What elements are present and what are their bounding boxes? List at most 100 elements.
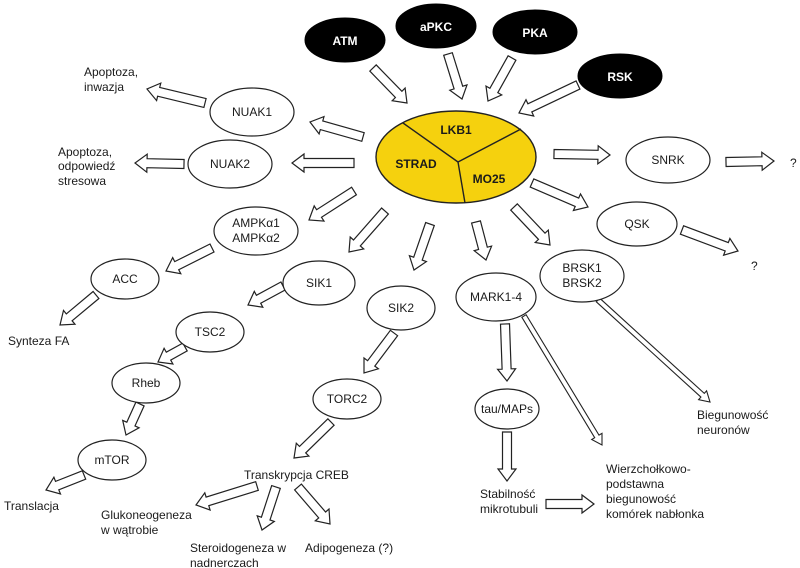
arrow-lkb1-to-nuak1 — [309, 115, 365, 143]
atm-node — [304, 17, 386, 63]
atm-label: ATM — [332, 34, 357, 48]
nuak2-label: NUAK2 — [210, 157, 250, 171]
outcome-apoptoza-inwazja: Apoptoza, inwazja — [84, 65, 141, 94]
sik1-label: SIK1 — [306, 276, 332, 290]
sik2-label: SIK2 — [388, 301, 414, 315]
mark-node — [455, 272, 537, 322]
mtor-label: mTOR — [94, 453, 129, 467]
arrow-tsc2-to-rheb — [157, 342, 189, 365]
mark-label: MARK1-4 — [470, 290, 522, 304]
arrow-brsk-to-biegunowosc — [595, 297, 711, 403]
arrow-apkc-to-lkb1 — [442, 51, 468, 100]
apoptoza-stres-line-3: stresowa — [58, 174, 106, 188]
acc-node — [90, 258, 160, 300]
strad-label: STRAD — [395, 157, 437, 171]
tsc2-label: TSC2 — [195, 325, 226, 339]
arrow-acc-to-synteza — [59, 290, 100, 326]
wierzcholkowo-line-1: Wierzchołkowo- — [606, 462, 691, 476]
divider-left — [402, 122, 459, 163]
arrow-rheb-to-mtor — [121, 401, 145, 436]
arrow-mtor-to-translacja — [45, 470, 87, 495]
ampk-a2-label: AMPKα2 — [232, 231, 280, 245]
ampk-node — [213, 206, 299, 256]
snrk-label: SNRK — [651, 153, 684, 167]
stabilnosc-line-1: Stabilność — [480, 487, 535, 501]
brsk2-label: BRSK2 — [562, 276, 602, 290]
wierzcholkowo-line-4: komórek nabłonka — [606, 507, 704, 521]
outcome-apoptoza-stres: Apoptoza, odpowiedź stresowa — [58, 145, 119, 188]
arrow-nuak2-to-apoptoza — [134, 153, 185, 174]
outcome-stabilnosc: Stabilność mikrotubuli — [480, 487, 539, 516]
arrow-qsk-to-unknown — [679, 225, 739, 257]
wierzcholkowo-line-2: podstawna — [606, 477, 664, 491]
rheb-label: Rheb — [132, 376, 161, 390]
nuak1-node — [209, 87, 295, 137]
qsk-label: QSK — [624, 217, 649, 231]
arrow-snrk-to-unknown — [725, 151, 776, 172]
mo25-label: MO25 — [473, 172, 506, 186]
outcome-synteza-fa: Synteza FA — [8, 334, 69, 348]
arrow-lkb1-to-brsk — [509, 203, 551, 246]
arrow-creb-to-steroido — [256, 484, 282, 531]
lkb1-complex: LKB1 STRAD MO25 — [375, 110, 537, 204]
biegunowosc-line-1: Biegunowość — [697, 408, 768, 422]
arrow-atm-to-lkb1 — [368, 64, 408, 104]
torc2-node — [312, 378, 382, 420]
outcome-glukoneogeneza: Glukoneogeneza w wątrobie — [100, 508, 195, 537]
ampk-a1-label: AMPKα1 — [232, 216, 280, 230]
snrk-node — [625, 136, 711, 184]
arrow-stabilnosc-to-wierzcholkowo — [545, 493, 595, 515]
sik1-node — [282, 260, 356, 306]
stabilnosc-line-2: mikrotubuli — [480, 502, 538, 516]
arrow-lkb1-to-sik1 — [348, 207, 390, 253]
biegunowosc-line-2: neuronów — [697, 423, 750, 437]
arrow-tau-to-stabilnosc — [496, 431, 518, 482]
pka-label: PKA — [522, 26, 548, 40]
apoptoza-inwazja-line-1: Apoptoza, — [84, 65, 138, 79]
outcome-translacja: Translacja — [4, 499, 59, 513]
arrow-lkb1-to-snrk — [553, 144, 611, 165]
tau-node — [474, 388, 540, 430]
brsk1-label: BRSK1 — [562, 261, 602, 275]
arrow-lkb1-to-nuak2 — [291, 152, 355, 174]
arrow-mark-to-wierzcholkowo — [521, 313, 603, 446]
arrow-ampk-to-acc — [165, 243, 215, 275]
torc2-label: TORC2 — [327, 392, 368, 406]
divider-bottom — [457, 161, 466, 204]
arrow-pka-to-lkb1 — [485, 54, 517, 102]
steroidogeneza-line-1: Steroidogeneza w — [190, 541, 286, 555]
pka-node — [492, 9, 578, 55]
brsk-node — [539, 249, 625, 303]
rsk-label: RSK — [607, 70, 633, 84]
arrow-lkb1-to-sik2 — [408, 221, 436, 271]
tau-label: tau/MAPs — [481, 402, 533, 416]
tsc2-node — [175, 311, 245, 353]
apoptoza-stres-line-2: odpowiedź — [58, 159, 115, 173]
arrow-creb-to-adipo — [293, 483, 331, 525]
arrow-mark-to-tau — [496, 323, 517, 382]
nuak1-label: NUAK1 — [232, 105, 272, 119]
apoptoza-stres-line-1: Apoptoza, — [58, 145, 112, 159]
lkb1-label: LKB1 — [440, 123, 472, 137]
outcome-wierzcholkowo: Wierzchołkowo- podstawna biegunowość kom… — [606, 462, 704, 521]
outcome-steroidogeneza: Steroidogeneza w nadnerczach — [190, 541, 289, 568]
outcome-qsk-unknown: ? — [751, 259, 758, 273]
apkc-label: aPKC — [420, 20, 452, 34]
arrow-rsk-to-lkb1 — [518, 80, 581, 117]
divider-right — [457, 128, 522, 163]
arrow-torc2-to-creb — [293, 417, 335, 459]
rheb-node — [111, 362, 181, 404]
qsk-node — [596, 201, 678, 247]
steroidogeneza-line-2: nadnerczach — [190, 556, 259, 568]
arrow-lkb1-to-ampk — [308, 186, 358, 222]
arrow-lkb1-to-mark — [470, 220, 493, 261]
outcome-biegunowosc-neuronow: Biegunowość neuronów — [697, 408, 772, 437]
acc-label: ACC — [112, 272, 138, 286]
nuak2-node — [187, 139, 273, 189]
apkc-node — [395, 3, 477, 49]
wierzcholkowo-line-3: biegunowość — [606, 492, 676, 506]
sik2-node — [366, 285, 436, 331]
outcome-adipogeneza: Adipogeneza (?) — [305, 541, 393, 555]
apoptoza-inwazja-line-2: inwazja — [84, 80, 124, 94]
